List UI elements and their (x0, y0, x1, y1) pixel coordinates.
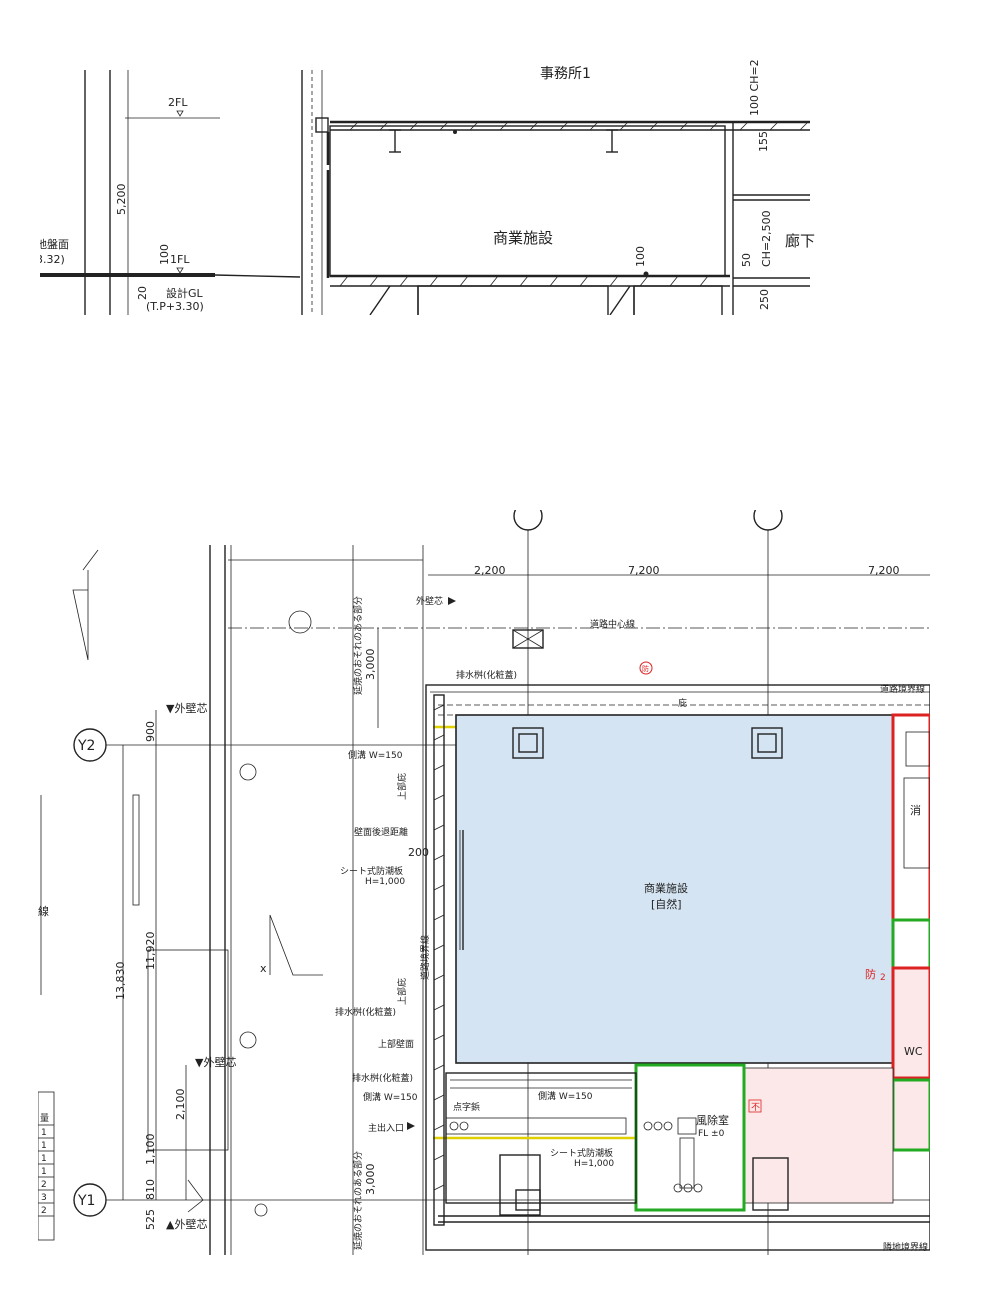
section-dim-100-a: 100 (158, 244, 171, 265)
dim-7200-b: 7,200 (868, 564, 900, 577)
wind-room-level: FL ±0 (698, 1129, 725, 1139)
main-entrance-label: 主出入口 (368, 1122, 404, 1134)
section-ground-label: 地盤面 (40, 238, 69, 251)
dim-2200: 2,200 (474, 564, 506, 577)
section-dim-20: 20 (136, 286, 149, 300)
flood-board-2-label: シート式防潮板 (550, 1147, 613, 1159)
upper-wall-label: 上部壁面 (378, 1038, 414, 1050)
grid-y1-label: Y1 (77, 1193, 95, 1209)
shop-name: 商業施設 (644, 881, 688, 895)
table-row: 1 (41, 1167, 47, 1177)
red-circle-mark: 防 (642, 664, 649, 673)
plan-drawing-svg: Y2 Y1 道路中心線 2,200 7,200 7,200 外壁芯 延焼のおそれ… (37, 501, 932, 1255)
drain-basin-3: 排水桝(化粧蓋) (352, 1072, 413, 1084)
dim-1100: 1,100 (144, 1134, 157, 1166)
wind-room-label: 風除室 (696, 1113, 729, 1127)
upper-eaves-1: 上部庇 (396, 773, 408, 800)
section-ch-top: 100 CH=2 (748, 60, 761, 116)
wc-label: WC (904, 1045, 923, 1058)
side-ditch-2: 側溝 W=150 (363, 1091, 418, 1103)
x-mark: x (260, 962, 267, 975)
plan-drawing: Y2 Y1 道路中心線 2,200 7,200 7,200 外壁芯 延焼のおそれ… (37, 501, 932, 1255)
upper-eaves-2: 上部庇 (396, 978, 408, 1005)
section-drawing: 事務所1 2FL 1FL 地盤面 3.32) 設計GL (T.P+3.30) 商… (36, 59, 815, 317)
dim-2100: 2,100 (174, 1089, 187, 1121)
table-header: 量 (40, 1113, 49, 1124)
dim-7200-a: 7,200 (628, 564, 660, 577)
road-center-label: 道路中心線 (590, 618, 635, 630)
table-row: 1 (41, 1128, 47, 1138)
left-edge-label: 線 (38, 904, 49, 918)
extension-note-1: 延焼のおそれのある部分 (352, 596, 364, 695)
tactile-label: 点字鋲 (453, 1101, 480, 1113)
dim-3000-b: 3,000 (364, 1164, 377, 1196)
setback-value: 200 (408, 846, 429, 859)
table-row: 3 (41, 1193, 47, 1203)
section-corridor-label: 廊下 (785, 232, 815, 250)
fire-tag: 不 (751, 1102, 760, 1113)
outer-wall-center-label: 外壁芯 (416, 595, 443, 607)
table-row: 2 (41, 1180, 47, 1190)
table-row: 2 (41, 1206, 47, 1216)
fire-mark-num: 2 (880, 973, 886, 983)
extension-note-2: 延焼のおそれのある部分 (352, 1151, 364, 1250)
section-top-label: 事務所1 (540, 66, 591, 82)
section-dim-50: 50 (740, 253, 753, 267)
section-dim-250: 250 (758, 289, 771, 310)
section-floor-2: 2FL (168, 96, 188, 109)
right-room-partial: 消 (910, 803, 921, 817)
grid-y2-label: Y2 (77, 738, 95, 754)
section-drawing-svg: 事務所1 2FL 1FL 地盤面 3.32) 設計GL (T.P+3.30) 商… (36, 59, 815, 317)
drain-basin-2: 排水桝(化粧蓋) (335, 1006, 396, 1018)
outer-wall-center-3: ▼外壁芯 (195, 1055, 236, 1069)
section-dim-155: 155 (757, 131, 770, 152)
dim-525: 525 (144, 1209, 157, 1230)
section-dim-100-b: 100 (634, 246, 647, 267)
flood-board-h-label: H=1,000 (365, 877, 405, 887)
table-row: 1 (41, 1154, 47, 1164)
dim-11920: 11,920 (144, 932, 157, 971)
outer-wall-center-4: ▲外壁芯 (166, 1217, 207, 1231)
outer-wall-center-2: ▼外壁芯 (166, 701, 207, 715)
site-boundary-label: 隣地境界線 (883, 1241, 928, 1253)
dim-810: 810 (144, 1179, 157, 1200)
dim-3000-a: 3,000 (364, 649, 377, 681)
section-ground-value: 3.32) (40, 253, 65, 266)
eaves-label: 庇 (678, 697, 687, 709)
dim-900: 900 (144, 721, 157, 742)
section-design-gl: 設計GL (166, 286, 204, 300)
dim-13830: 13,830 (114, 962, 127, 1001)
side-ditch-1: 側溝 W=150 (348, 749, 403, 761)
section-room-label: 商業施設 (493, 229, 553, 247)
side-ditch-3-label: 側溝 W=150 (538, 1090, 593, 1102)
road-boundary-vertical: 道路境界線 (419, 935, 431, 980)
flood-board-label: シート式防潮板 (340, 865, 403, 877)
wall-setback-label: 壁面後退距離 (354, 826, 408, 838)
flood-board-h-2-label: H=1,000 (574, 1159, 614, 1169)
table-row: 1 (41, 1141, 47, 1151)
section-ch-2500: CH=2,500 (760, 210, 773, 267)
shop-type: [自然] (651, 897, 682, 911)
section-floor-1: 1FL (170, 253, 190, 266)
road-boundary-label: 道路境界線 (880, 683, 925, 695)
section-design-gl-value: (T.P+3.30) (146, 300, 204, 313)
fire-mark: 防 (865, 967, 876, 981)
drain-basin-1: 排水桝(化粧蓋) (456, 669, 517, 681)
section-dim-height: 5,200 (115, 184, 128, 216)
quantity-table: 量 1 1 1 1 2 3 2 (37, 1091, 55, 1241)
